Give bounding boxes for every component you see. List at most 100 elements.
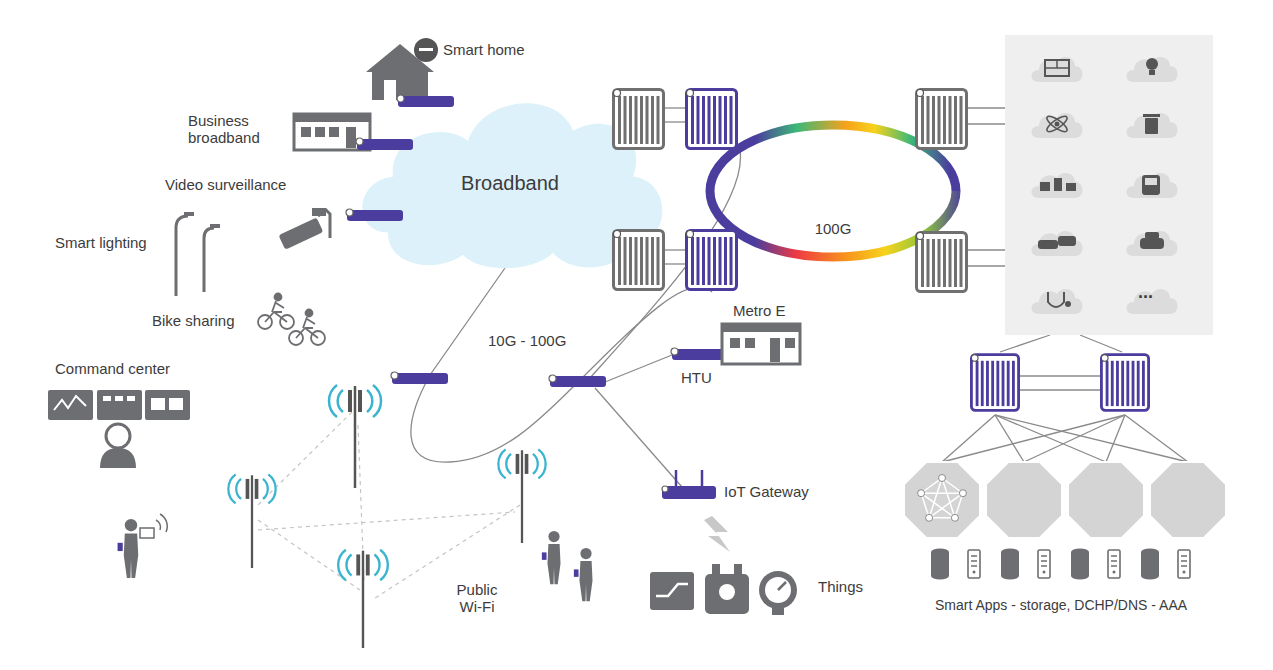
- mesh-glyph: [951, 514, 958, 521]
- metro-building-icon: [730, 338, 740, 348]
- core-link-line: [942, 415, 1125, 462]
- command-center-icon: [169, 398, 183, 410]
- bike-icon: [265, 312, 287, 322]
- services-panel: [1127, 57, 1178, 82]
- compute-cluster: [1068, 462, 1144, 538]
- wireless-link-line: [258, 412, 520, 600]
- ring-speed: 100G: [703, 220, 963, 237]
- core-link-line: [665, 107, 685, 108]
- street-lamp-icon: [184, 212, 194, 216]
- storage-server-icon: [1141, 549, 1159, 580]
- command-center-icon: [48, 390, 190, 468]
- core-link-line: [968, 107, 1005, 108]
- metro-loop-line: [411, 268, 712, 462]
- wireless-link-line: [372, 505, 520, 600]
- command-center-icon: [106, 424, 130, 448]
- services-panel: [1127, 173, 1178, 198]
- compute-cluster: [986, 462, 1062, 538]
- core-link-line: [968, 265, 1005, 266]
- mesh-glyph: [921, 478, 963, 518]
- service-glyph: [1055, 122, 1060, 127]
- core-link-line: [1000, 335, 1050, 352]
- iot-gateway-icon: [662, 486, 668, 492]
- smart-home-icon: [414, 38, 438, 62]
- service-glyph: [1038, 58, 1164, 307]
- mesh-glyph: [939, 475, 946, 482]
- command-center-icon: [100, 448, 136, 468]
- bike-icon: [280, 315, 294, 329]
- smart-home-icon: [384, 80, 396, 100]
- bike-icon: [303, 317, 315, 328]
- command-center-icon: [151, 398, 165, 410]
- broadband-cloud: Broadband: [348, 80, 672, 270]
- fiber-ring: 100G: [703, 118, 963, 264]
- things-icon: [712, 564, 720, 574]
- cell-tower-icon: [338, 550, 388, 648]
- command-center-icon: [48, 390, 93, 420]
- storage-server-icon: [1038, 550, 1050, 578]
- services-panel: [1005, 35, 1213, 335]
- core-link-line: [1106, 415, 1125, 462]
- things-icon: [650, 564, 797, 615]
- services-panel: [1032, 57, 1083, 82]
- link-speed: 10G - 100G: [488, 332, 566, 349]
- core-link-line: [665, 263, 685, 264]
- service-glyph: [1145, 232, 1159, 239]
- smart-home-icon: [366, 44, 434, 100]
- service-glyph: [1140, 238, 1164, 249]
- things-icon: [759, 571, 797, 609]
- bike-icon: [258, 315, 272, 329]
- street-lamp-icon: [210, 224, 220, 228]
- wireless-link-line: [258, 512, 515, 530]
- cell-tower-icon: [498, 449, 545, 543]
- things-icon: [705, 574, 749, 614]
- iot-gateway-icon: [662, 486, 716, 499]
- business-building-icon: [294, 114, 370, 150]
- business-building-icon: [294, 114, 370, 122]
- service-glyph: [1143, 114, 1160, 117]
- command-center-icon: [115, 396, 123, 401]
- things-icon: [650, 572, 694, 610]
- cloud-title: Broadband: [348, 172, 672, 195]
- metro-loop-line: [595, 388, 682, 487]
- services-panel: [1127, 231, 1178, 256]
- bike-icon: [289, 331, 303, 345]
- core-link-line: [995, 415, 1024, 462]
- core-switch-icon: [917, 90, 967, 149]
- service-glyph: [1146, 58, 1158, 70]
- core-link-line: [1125, 415, 1188, 462]
- core-link-line: [665, 121, 685, 122]
- iot-gateway-icon: [675, 470, 678, 486]
- bike-icon: [272, 301, 284, 312]
- services-panel: [1032, 173, 1083, 198]
- business-building-icon: [301, 127, 311, 137]
- things-icon: [772, 608, 784, 615]
- core-link-line: [665, 108, 1188, 462]
- core-link-line: [665, 249, 685, 250]
- cell-tower-icon: [329, 385, 381, 488]
- network-device-icon: [397, 95, 454, 107]
- core-link-line: [1020, 375, 1100, 376]
- smart-home-icon: [366, 38, 438, 100]
- street-lamp-icon: [176, 216, 188, 296]
- mesh-glyph: [926, 514, 933, 521]
- metro-building-icon: [722, 324, 800, 364]
- device-label: Things: [818, 578, 863, 595]
- device-label: IoT Gateway: [724, 483, 809, 500]
- service-glyph: [1145, 178, 1157, 185]
- more-symbol: ...: [1138, 284, 1153, 301]
- device-label: Smart lighting: [55, 234, 147, 251]
- camera-icon: [278, 217, 323, 249]
- core-link-line: [968, 123, 1005, 124]
- mesh-glyph: [959, 490, 966, 497]
- service-glyph: [1065, 301, 1071, 307]
- metro-building-icon: [745, 338, 755, 348]
- camera-icon: [318, 210, 330, 238]
- network-device-icon: [391, 372, 448, 384]
- service-glyph: [1045, 114, 1069, 134]
- device-label: Bike sharing: [152, 312, 235, 329]
- storage-server-icon: [1071, 549, 1089, 580]
- service-glyph: [1045, 67, 1069, 69]
